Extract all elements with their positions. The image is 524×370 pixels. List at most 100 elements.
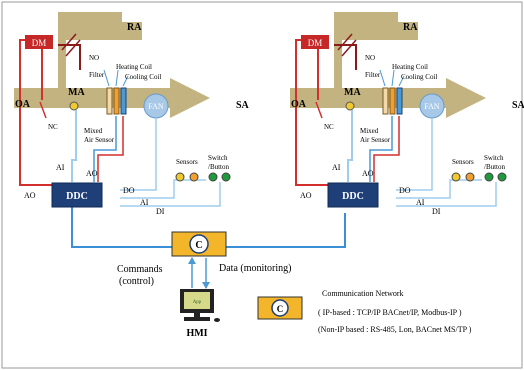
- ai-sensor-wire: [347, 110, 353, 182]
- return-air-label: RA: [403, 22, 418, 33]
- switch-icon-1: [484, 172, 494, 182]
- heating-coil-element: [113, 87, 120, 115]
- hmi-label: HMI: [186, 328, 207, 339]
- ao-coil-wire-1: [93, 116, 117, 182]
- switch-icon-1: [208, 172, 218, 182]
- return-air-label: RA: [127, 22, 142, 33]
- data-monitoring-label: Data (monitoring): [219, 263, 291, 274]
- ao-coil-label: AO: [86, 169, 98, 178]
- damper-link-wire: [334, 44, 357, 70]
- ao-wire-left: [19, 39, 52, 186]
- network-hmi-arrows: [188, 257, 210, 289]
- mixed-air-label: MA: [344, 87, 361, 98]
- switch-label-2: /Button: [484, 163, 506, 171]
- ahu-unit-1: DM FAN DDC RA NO Filter Heating Coil: [14, 12, 250, 216]
- supply-air-label: SA: [512, 100, 524, 111]
- heating-coil-label: Heating Coil: [392, 63, 428, 71]
- legend-symbol-text: C: [277, 304, 284, 314]
- switch-icon-2: [221, 172, 231, 182]
- switch-icon-2: [497, 172, 507, 182]
- damper-link-wire: [58, 44, 81, 70]
- ao-wire-left: [295, 39, 328, 186]
- ai-top-label: AI: [332, 163, 341, 172]
- hmi-screen: [184, 292, 210, 309]
- ao-left-label: AO: [24, 191, 36, 200]
- do-label: DO: [399, 186, 411, 195]
- ai-right-label: AI: [416, 198, 425, 207]
- hmi-keyboard: [184, 317, 210, 321]
- filter-element: [106, 87, 113, 115]
- heating-coil-label: Heating Coil: [116, 63, 152, 71]
- ddc-controller: [51, 182, 103, 208]
- commands-label: Commands: [117, 264, 163, 275]
- hmi-computer-icon: App: [180, 289, 220, 322]
- nc-damper-slash: [39, 101, 47, 119]
- sensors-label: Sensors: [452, 158, 474, 166]
- mixed-air-sensor-label-1: Mixed: [84, 127, 103, 135]
- ddc-label: DDC: [66, 191, 88, 202]
- mixed-air-sensor-icon: [69, 101, 79, 111]
- mixed-air-label: MA: [68, 87, 85, 98]
- outside-air-label: OA: [291, 99, 307, 110]
- mixed-air-sensor-label-2: Air Sensor: [84, 136, 115, 144]
- damper-label: DM: [308, 38, 323, 48]
- ao-left-label: AO: [300, 191, 312, 200]
- mixed-air-sensor-icon: [345, 101, 355, 111]
- fan-label: FAN: [148, 102, 164, 111]
- normally-open-label: NO: [89, 54, 99, 62]
- legend-network-symbol-icon: [271, 299, 289, 317]
- network-line-left: [71, 200, 172, 248]
- ao-coil-wire-2: [97, 116, 124, 182]
- commands-sublabel: (control): [119, 276, 154, 287]
- ahu-unit-2: DM FAN DDC RA NO Filter Heating Coil Coo…: [290, 12, 524, 216]
- heating-coil-element: [389, 87, 396, 115]
- cooling-coil-label: Cooling Coil: [125, 73, 161, 81]
- supply-air-label: SA: [236, 100, 250, 111]
- sensor-icon-1: [175, 172, 185, 182]
- ao-coil-wire-1: [369, 116, 393, 182]
- ddc-controller: [327, 182, 379, 208]
- cooling-coil-pointer: [398, 75, 405, 87]
- sensor-icon-1: [451, 172, 461, 182]
- fan-label: FAN: [424, 102, 440, 111]
- hmi-screen-text: App: [193, 300, 202, 305]
- do-fan-wire: [396, 118, 433, 191]
- filter-label: Filter: [365, 71, 381, 79]
- legend-title: Communication Network: [322, 289, 404, 298]
- return-air-duct: [334, 12, 418, 88]
- network-lines: [71, 200, 346, 248]
- return-air-duct: [58, 12, 142, 88]
- network-line-right: [226, 213, 346, 248]
- sensor-icon-2: [465, 172, 475, 182]
- hmi-mouse: [214, 318, 220, 322]
- heating-coil-pointer: [115, 69, 119, 87]
- network-symbol-text: C: [195, 240, 202, 251]
- normally-open-label: NO: [365, 54, 375, 62]
- damper-box: [301, 35, 329, 49]
- filter-element: [382, 87, 389, 115]
- cooling-coil-label: Cooling Coil: [401, 73, 437, 81]
- filter-label: Filter: [89, 71, 105, 79]
- legend-non-ip-based: (Non-IP based : RS-485, Lon, BACnet MS/T…: [318, 325, 472, 334]
- di-switch-bus: [396, 182, 497, 207]
- do-label: DO: [123, 186, 135, 195]
- di-switch-bus: [120, 182, 221, 207]
- ai-top-label: AI: [56, 163, 65, 172]
- legend: C Communication Network ( IP-based : TCP…: [257, 289, 472, 334]
- switch-label-1: Switch: [208, 154, 228, 162]
- ao-coil-wire-2: [373, 116, 400, 182]
- do-fan-wire: [120, 118, 157, 191]
- cooling-coil-pointer: [122, 75, 129, 87]
- no-damper-slash-2: [65, 39, 81, 57]
- ai-sensor-wire: [71, 110, 77, 182]
- ai-right-label: AI: [140, 198, 149, 207]
- filter-pointer: [379, 69, 386, 87]
- cooling-coil-element: [396, 87, 403, 115]
- command-arrow-head: [188, 257, 196, 264]
- no-damper-slash-2: [341, 39, 357, 57]
- legend-ip-based: ( IP-based : TCP/IP BACnet/IP, Modbus-IP…: [318, 308, 462, 317]
- nc-damper-slash: [315, 101, 323, 119]
- ddc-label: DDC: [342, 191, 364, 202]
- switch-label-1: Switch: [484, 154, 504, 162]
